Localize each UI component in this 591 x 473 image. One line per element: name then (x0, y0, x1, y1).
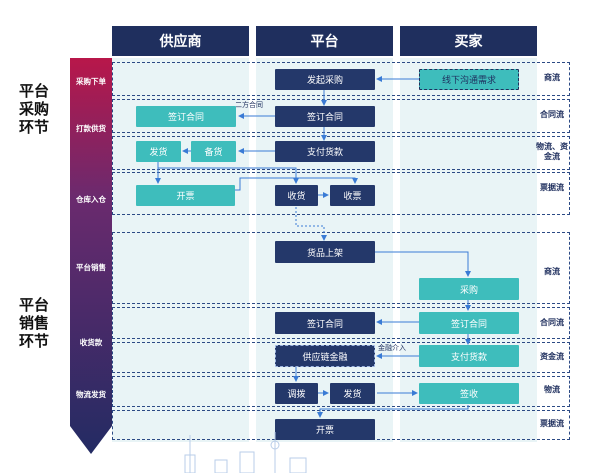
supplier-contract-box: 签订合同 (136, 106, 236, 127)
label-finance-involved: 金融介入 (378, 344, 406, 352)
prepare-box: 备货 (191, 141, 236, 162)
stage-platform-sales: 平台销售 (76, 263, 106, 272)
flow-label-capital: 资金流 (540, 352, 564, 361)
stage-logistics-ship: 物流发货 (76, 390, 106, 399)
sales-contract-buyer-box: 签订合同 (419, 312, 519, 334)
sign-receive-box: 签收 (419, 383, 519, 404)
platform-ship-box: 发货 (330, 383, 375, 404)
flow-label-contract-2: 合同流 (540, 318, 564, 327)
flow-label-contract: 合同流 (540, 110, 564, 119)
buyer-column-header: 买家 (400, 26, 537, 56)
stage-collect-payment: 收货款 (79, 338, 103, 347)
stage-purchase-order: 采购下单 (76, 77, 106, 86)
flow-label-ticket-2: 票据流 (540, 419, 564, 428)
flow-label-logistics: 物流 (544, 385, 560, 394)
lane-ticket (112, 172, 570, 215)
stage-bar (70, 58, 112, 454)
stage-warehouse: 仓库入仓 (76, 195, 106, 204)
buyer-column-bg (400, 58, 537, 442)
supplier-column-header: 供应商 (112, 26, 249, 56)
allocate-box: 调拨 (275, 383, 318, 404)
lane-logistics (112, 376, 570, 407)
flow-label-logistics-capital: 物流、资金流 (536, 142, 568, 161)
platform-contract-box: 签订合同 (275, 106, 375, 127)
section-purchase: 平台 采购 环节 (18, 82, 49, 136)
supply-chain-finance-box: 供应链金融 (275, 345, 375, 367)
receive-goods-box: 收货 (275, 185, 318, 206)
lane-contract-2 (112, 307, 570, 339)
lane-capital (112, 342, 570, 373)
ship-box: 发货 (136, 141, 181, 162)
buyer-pay-box: 支付货款 (419, 345, 519, 367)
lane-logistics-capital (112, 136, 570, 170)
sales-contract-platform-box: 签订合同 (275, 312, 375, 334)
section-sales: 平台 销售 环节 (18, 296, 49, 350)
pay-box: 支付货款 (275, 141, 375, 162)
supplier-invoice-box: 开票 (136, 185, 235, 206)
lane-commerce (112, 62, 570, 96)
buyer-purchase-box: 采购 (419, 278, 519, 300)
stage-pay-supply: 打款供货 (76, 124, 106, 133)
platform-invoice-box: 开票 (275, 419, 375, 440)
skyline-decoration (184, 432, 307, 473)
flow-label-commerce-2: 商流 (544, 267, 560, 276)
lane-commerce-2 (112, 232, 570, 304)
list-goods-box: 货品上架 (275, 241, 375, 263)
initiate-purchase-box: 发起采购 (275, 69, 375, 90)
flow-label-commerce: 商流 (544, 73, 560, 82)
platform-column-header: 平台 (256, 26, 393, 56)
collect-ticket-box: 收票 (330, 185, 375, 206)
label-two-party-contract: 二方合同 (235, 101, 263, 109)
flow-label-ticket: 票据流 (540, 183, 564, 192)
lane-contract (112, 99, 570, 133)
offline-negotiate-box: 线下沟通需求 (419, 69, 519, 90)
